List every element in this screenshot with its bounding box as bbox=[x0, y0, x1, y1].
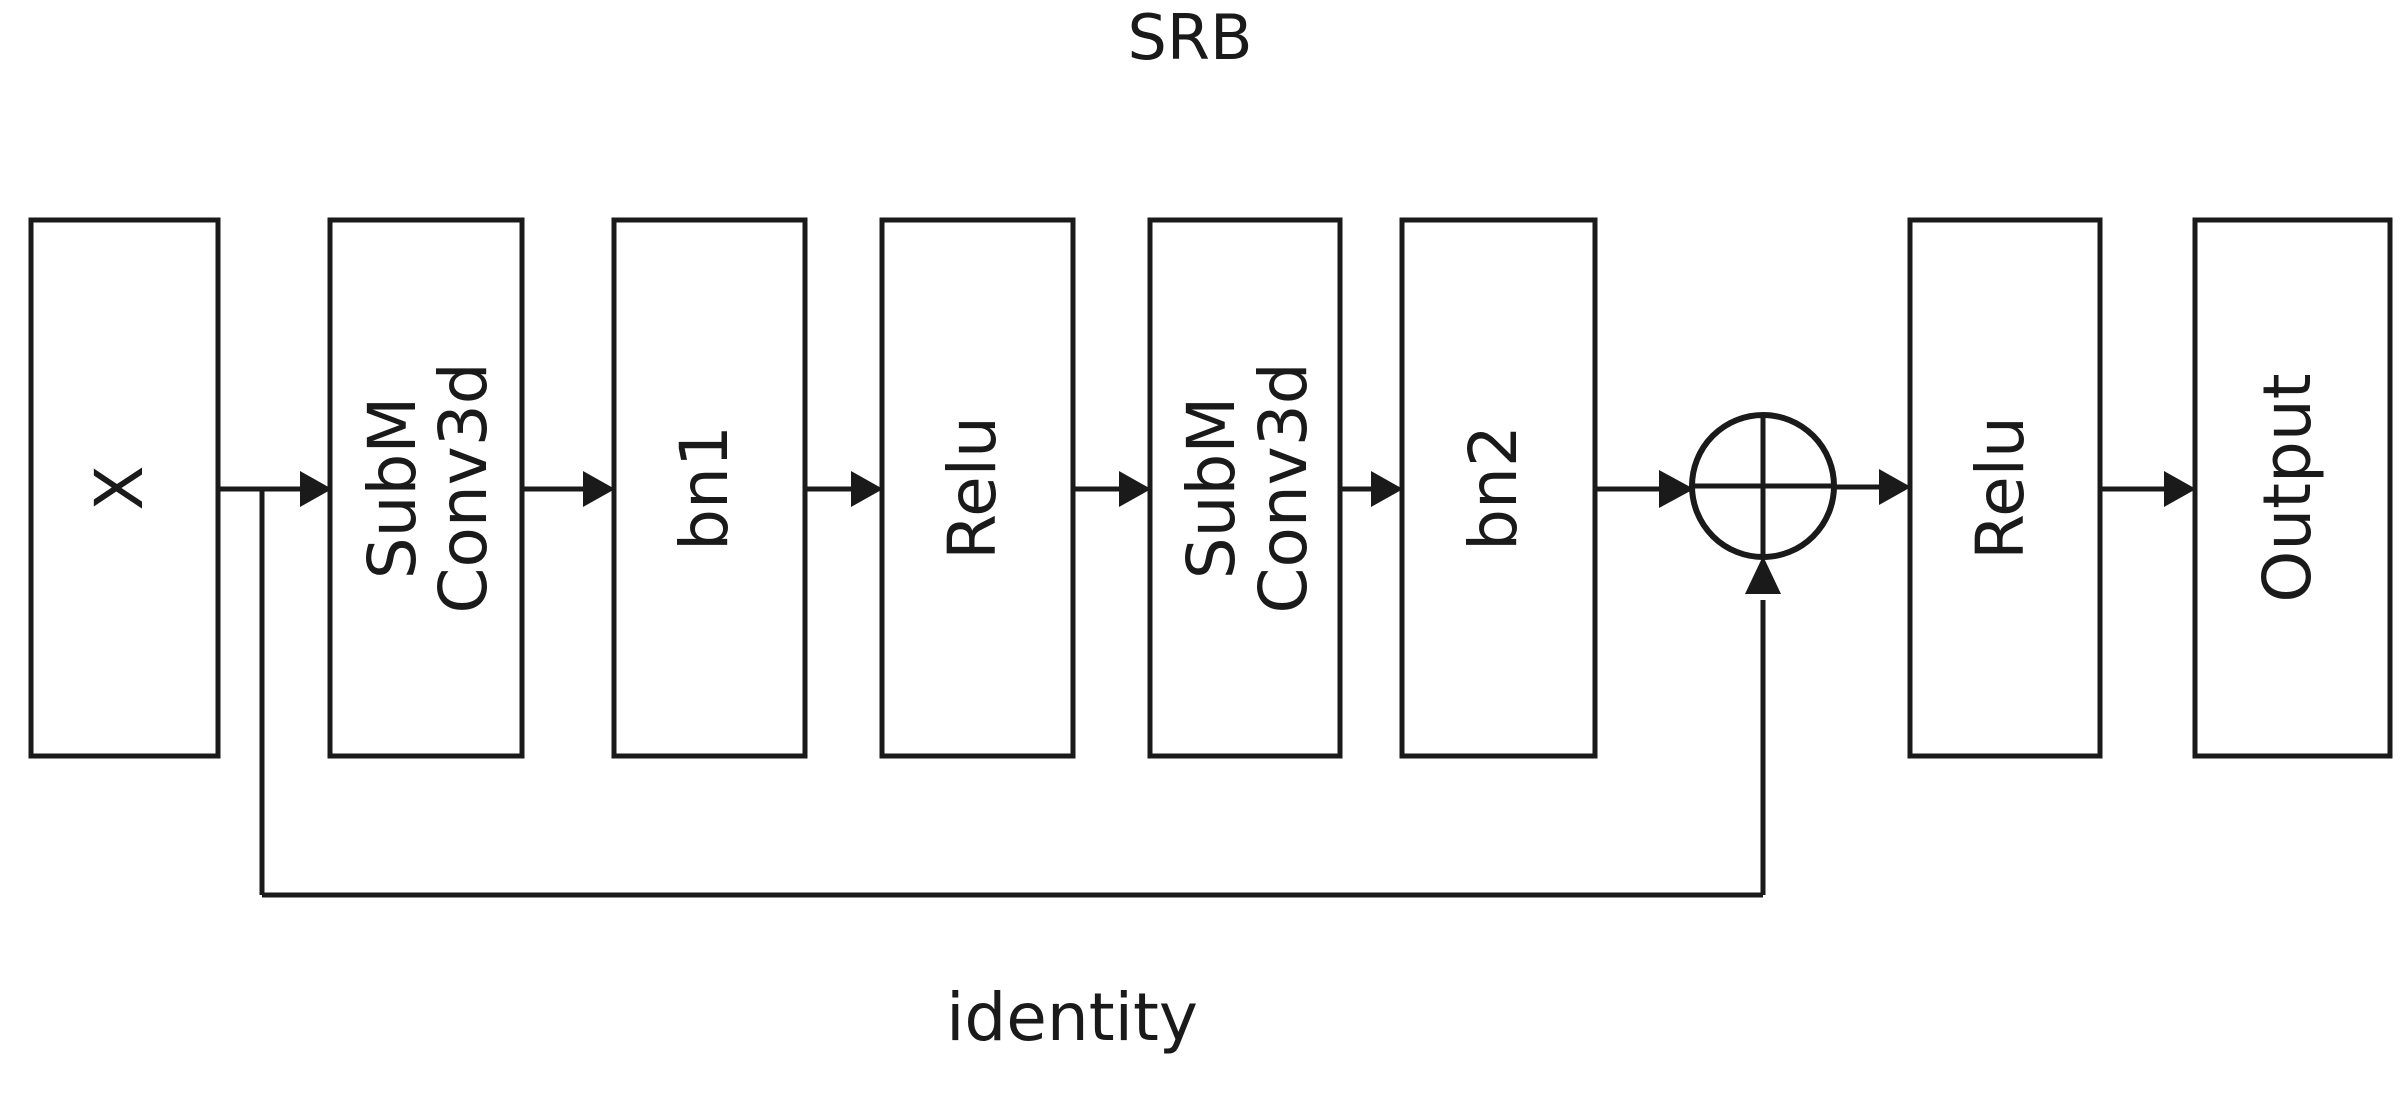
edge-x-to-subm1-arrowhead bbox=[300, 471, 332, 507]
edge-relu2-to-output-arrowhead bbox=[2164, 471, 2196, 507]
node-subm-conv3d-2-label-line1: SubM bbox=[1173, 397, 1250, 580]
node-subm-conv3d-1[interactable] bbox=[327, 217, 525, 759]
identity-path-arrowhead bbox=[1745, 556, 1781, 594]
diagram-title: SRB bbox=[1128, 1, 1253, 74]
node-subm-conv3d-2[interactable] bbox=[1147, 217, 1343, 759]
node-subm-conv3d-2-label-line2: Conv3d bbox=[1245, 362, 1322, 613]
node-subm-conv3d-1-label-line2: Conv3d bbox=[425, 362, 502, 613]
node-output-label: Output bbox=[2249, 373, 2326, 602]
edge-bn2-to-add-arrowhead bbox=[1659, 470, 1694, 508]
node-x[interactable] bbox=[28, 217, 221, 759]
node-relu-1-label: Relu bbox=[934, 416, 1011, 560]
edge-relu1-to-subm2-arrowhead bbox=[1119, 471, 1151, 507]
node-bn1-label: bn1 bbox=[666, 425, 743, 551]
node-x-label: X bbox=[81, 465, 158, 510]
edge-subm2-to-bn2-arrowhead bbox=[1371, 471, 1403, 507]
node-relu-2-label: Relu bbox=[1962, 416, 2039, 560]
node-output[interactable] bbox=[2192, 217, 2393, 759]
node-subm-conv3d-1-label-line1: SubM bbox=[354, 397, 431, 580]
edge-add-to-relu2-arrowhead bbox=[1879, 469, 1911, 505]
identity-edge-label: identity bbox=[946, 979, 1198, 1056]
edge-subm1-to-bn1-arrowhead bbox=[583, 471, 615, 507]
node-bn2[interactable] bbox=[1399, 217, 1598, 759]
edge-bn1-to-relu1-arrowhead bbox=[851, 471, 883, 507]
node-bn1[interactable] bbox=[611, 217, 808, 759]
node-relu-2[interactable] bbox=[1907, 217, 2103, 759]
node-bn2-label: bn2 bbox=[1455, 425, 1532, 551]
